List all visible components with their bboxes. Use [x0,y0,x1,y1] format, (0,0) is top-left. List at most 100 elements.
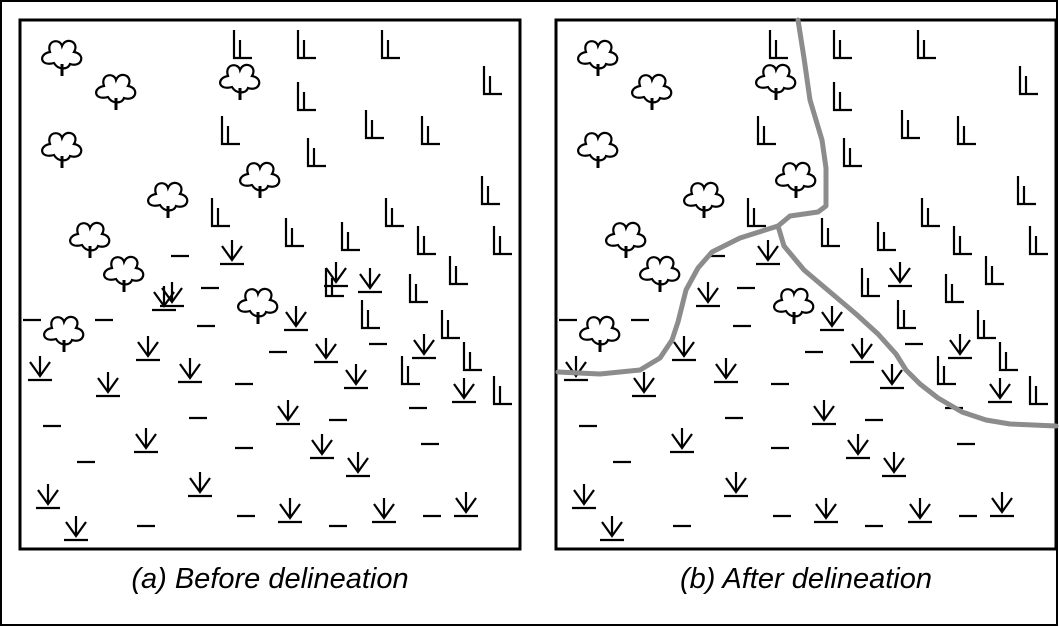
marsh-symbol [36,484,60,510]
tree-symbol [219,63,261,100]
marsh-symbol [28,356,52,382]
grass-symbol [916,30,936,60]
marsh-symbol [344,364,368,390]
marsh-symbol [812,400,836,426]
boundary-left [555,223,781,377]
grass-symbol [232,30,252,60]
grass-symbol [876,222,896,252]
boundary-upper [775,17,829,229]
marsh-symbol [600,516,624,542]
grass-symbol [1028,226,1048,256]
marsh-symbol [756,240,780,266]
marsh-symbol [310,434,334,460]
marsh-symbol [948,334,972,360]
marsh-symbol [136,336,160,362]
grass-symbol [360,300,380,330]
tree-symbol [95,73,137,110]
marsh-symbol [850,338,874,364]
grass-symbol [842,138,862,168]
grass-symbol [1018,66,1038,96]
marsh-symbol [724,472,748,498]
tree-symbol [631,73,673,110]
marsh-symbol [888,262,912,288]
grass-symbol [400,356,420,386]
marsh-symbol [820,306,844,332]
marsh-symbol [134,428,158,454]
tree-symbol [605,221,647,258]
grass-symbol [340,222,360,252]
panel-b-frame [554,18,1058,551]
marsh-symbol [220,240,244,266]
grass-symbol [482,66,502,96]
grass-symbol [492,226,512,256]
tree-symbol [41,131,83,168]
marsh-symbol [454,492,478,518]
marsh-symbol [276,400,300,426]
marsh-symbol [284,306,308,332]
grass-symbol [998,342,1018,372]
marsh-symbol [346,452,370,478]
marsh-symbol [178,358,202,384]
grass-symbol [768,30,788,60]
grass-symbol [860,268,880,298]
grass-symbol [480,176,500,206]
tree-symbol [577,131,619,168]
grass-symbol [364,110,384,140]
tree-symbol [147,181,189,218]
tree-symbol [639,255,681,292]
grass-symbol [420,116,440,146]
marsh-symbol [670,428,694,454]
tree-symbol [577,39,619,76]
tree-symbol [43,315,85,352]
grass-symbol [956,116,976,146]
marsh-symbol [672,336,696,362]
tree-symbol [773,287,815,324]
grass-symbol [900,110,920,140]
grass-symbol [492,376,512,406]
marsh-symbol [572,484,596,510]
grass-symbol [210,198,230,228]
tree-symbol [237,287,279,324]
panel-a-frame [18,18,522,551]
grass-symbol [220,116,240,146]
marsh-symbol [882,452,906,478]
marsh-symbol [908,498,932,524]
grass-symbol [448,256,468,286]
marsh-symbol [314,338,338,364]
grass-symbol [952,226,972,256]
marsh-symbol [814,498,838,524]
tree-symbol [775,161,817,198]
tree-symbol [103,255,145,292]
grass-symbol [380,30,400,60]
marsh-symbol [412,334,436,360]
marsh-symbol [988,378,1012,404]
grass-symbol [284,218,304,248]
grass-symbol [756,116,776,146]
panel-b-caption: (b) After delineation [679,563,932,595]
grass-symbol [296,82,316,112]
panel-a-symbols [23,30,512,542]
tree-symbol [41,39,83,76]
boundary-right [775,223,1059,429]
marsh-symbol [714,358,738,384]
grass-symbol [936,356,956,386]
tree-symbol [683,181,725,218]
grass-symbol [832,82,852,112]
marsh-symbol [278,498,302,524]
panel-a-caption: (a) Before delineation [131,563,409,595]
grass-symbol [944,274,964,304]
grass-symbol [746,198,766,228]
tree-symbol [755,63,797,100]
grass-symbol [976,310,996,340]
marsh-symbol [846,434,870,460]
marsh-symbol [696,282,720,308]
marsh-symbol [64,516,88,542]
grass-symbol [416,226,436,256]
grass-symbol [820,218,840,248]
marsh-symbol [188,472,212,498]
grass-symbol [1028,376,1048,406]
grass-symbol [832,30,852,60]
grass-symbol [1016,176,1036,206]
delineation-boundaries [555,17,1059,429]
